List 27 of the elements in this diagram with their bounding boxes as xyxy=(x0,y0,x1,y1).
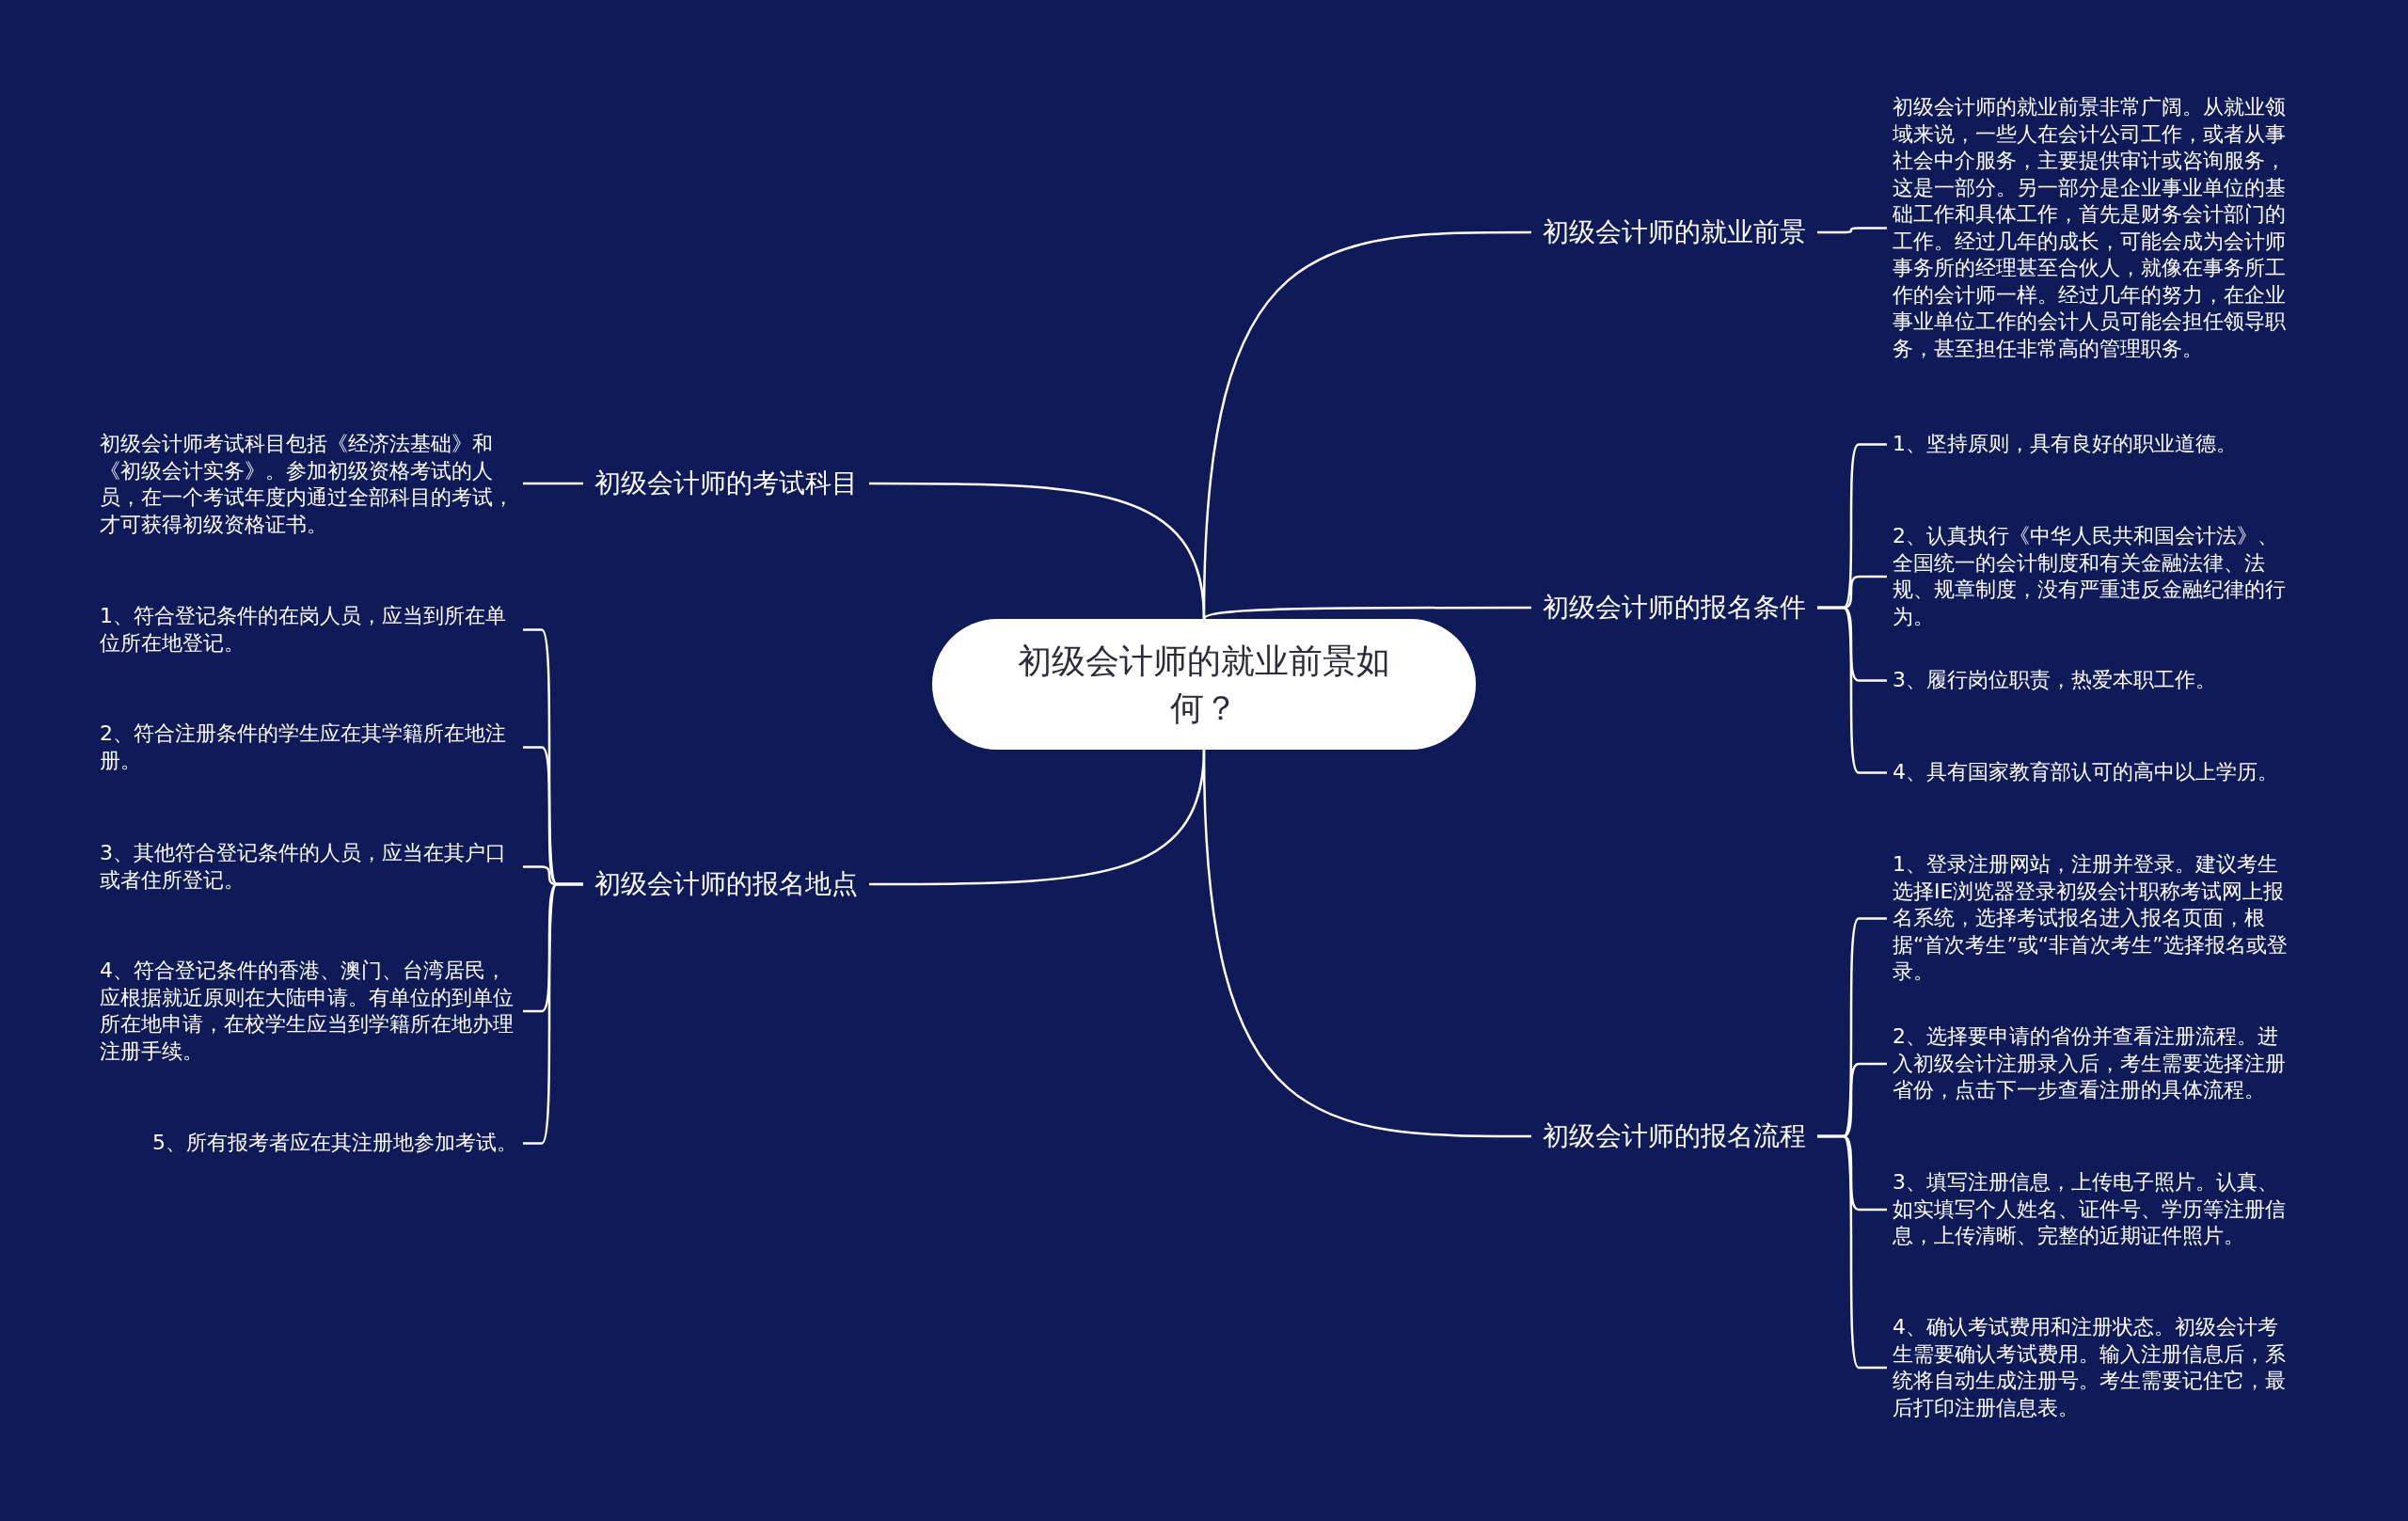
connector-line xyxy=(1203,606,1531,620)
branch-label: 初级会计师的报名流程 xyxy=(1531,1117,1817,1155)
detail-text: 4、具有国家教育部认可的高中以上学历。 xyxy=(1893,759,2288,786)
topic-pill: 初级会计师的就业前景如何？ xyxy=(932,619,1476,750)
detail-text: 3、其他符合登记条件的人员，应当在其户口或者住所登记。 xyxy=(100,840,517,894)
branch-label: 初级会计师的就业前景 xyxy=(1531,214,1817,251)
detail-text: 初级会计师考试科目包括《经济法基础》和《初级会计实务》。参加初级资格考试的人员，在一个考试年度内通过全部科目的考试，才可获得初级资格证书。 xyxy=(100,431,517,538)
detail-text: 初级会计师的就业前景非常广阔。从就业领域来说，一些人在会计公司工作，或者从事社会中介服务，主要提供审计或咨询服务，这是一部分。另一部分是企业事业单位的基础工作和具体工作，首先是财务会计部门的工作。经过几年的成长，可能会成为会计师事务所的经理甚至合伙人，就像在事务所工作的会计师一样。经过几年的努力，在企业事业单位工作的会计人员可能会担任领导职务，甚至担任非常高的管理职务。 xyxy=(1893,94,2288,362)
detail-text: 1、坚持原则，具有良好的职业道德。 xyxy=(1893,431,2288,458)
detail-text: 2、符合注册条件的学生应在其学籍所在地注册。 xyxy=(100,721,517,774)
detail-text: 2、选择要申请的省份并查看注册流程。进入初级会计注册录入后，考生需要选择注册省份，点击下一步查看注册的具体流程。 xyxy=(1893,1023,2288,1104)
connector-line xyxy=(1202,749,1531,1138)
branch-label: 初级会计师的报名地点 xyxy=(583,865,869,903)
detail-text: 4、确认考试费用和注册状态。初级会计考生需要确认考试费用。输入注册信息后，系统将自动生成注册号。考生需要记住它，最后打印注册信息表。 xyxy=(1893,1314,2288,1421)
connector-line xyxy=(1817,606,1887,774)
detail-text: 5、所有报考者应在其注册地参加考试。 xyxy=(141,1130,517,1157)
branch-label: 初级会计师的考试科目 xyxy=(583,465,869,502)
connector-line xyxy=(869,482,1206,620)
connector-line xyxy=(1817,227,1887,234)
detail-text: 3、填写注册信息，上传电子照片。认真、如实填写个人姓名、证件号、学历等注册信息，上传清晰、完整的近期证件照片。 xyxy=(1893,1169,2288,1250)
connector-line xyxy=(523,482,583,485)
detail-text: 2、认真执行《中华人民共和国会计法》、全国统一的会计制度和有关金融法律、法规、规章制度，没有严重违反金融纪律的行为。 xyxy=(1893,523,2288,630)
branch-label: 初级会计师的报名条件 xyxy=(1531,589,1817,626)
detail-text: 1、登录注册网站，注册并登录。建议考生选择IE浏览器登录初级会计职称考试网上报名系统，选择考试报名进入报名页面，根据“首次考生”或“非首次考生”选择报名或登录。 xyxy=(1893,851,2288,986)
detail-text: 3、履行岗位职责，热爱本职工作。 xyxy=(1893,667,2288,694)
detail-text: 4、符合登记条件的香港、澳门、台湾居民，应根据就近原则在大陆申请。有单位的到单位所在地申请，在校学生应当到学籍所在地办理注册手续。 xyxy=(100,958,517,1065)
detail-text: 1、符合登记条件的在岗人员，应当到所在单位所在地登记。 xyxy=(100,603,517,657)
